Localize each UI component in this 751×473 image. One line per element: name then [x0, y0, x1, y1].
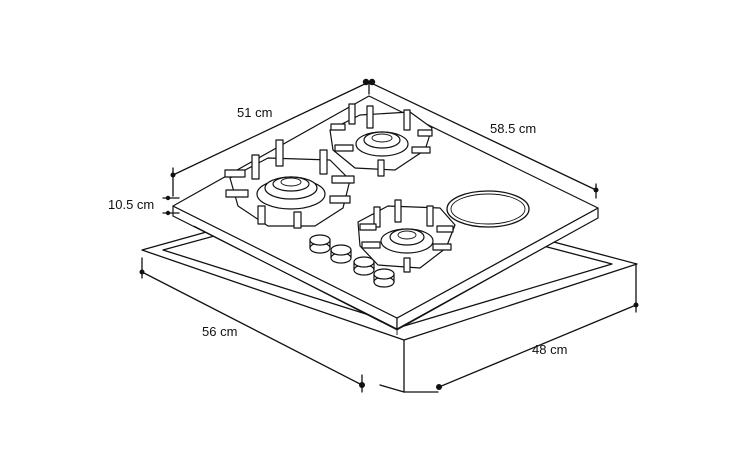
electric-hotplate	[446, 190, 530, 228]
label-cutout-depth: 48 cm	[532, 342, 567, 357]
height-dimension	[162, 195, 180, 216]
dimension-lines-top	[170, 78, 599, 199]
knob-4	[373, 268, 395, 288]
burner-front-right	[357, 199, 456, 273]
knob-2	[330, 244, 352, 264]
knob-3	[353, 256, 375, 276]
knob-1	[309, 234, 331, 254]
label-cutout-width: 56 cm	[202, 324, 237, 339]
dimension-lines-bottom	[139, 257, 639, 393]
label-width-top: 51 cm	[237, 105, 272, 120]
knobs	[309, 234, 395, 288]
burner-back	[329, 103, 433, 177]
label-height: 10.5 cm	[108, 197, 154, 212]
label-depth-top: 58.5 cm	[490, 121, 536, 136]
burner-large-left	[224, 139, 355, 229]
